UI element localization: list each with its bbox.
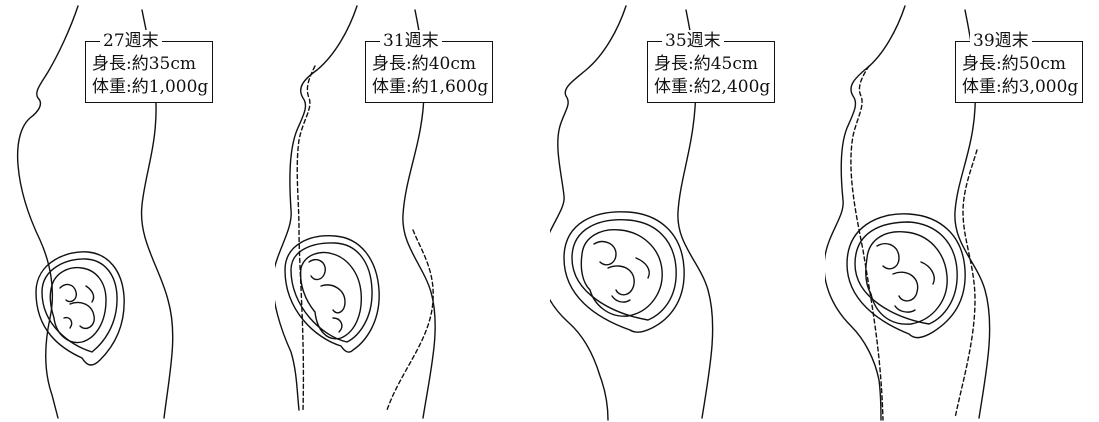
fetus-outline [49,266,107,344]
front-body-dashed [850,65,884,421]
stage-week-label: 35週末 [662,30,724,52]
front-body-outline [550,5,627,421]
stage-week-label: 39週末 [970,30,1032,52]
stage-height-label: 身長:約50cm [962,54,1067,74]
stage-panel-31w: 31週末 身長:約40cm 体重:約1,600g [275,0,550,422]
front-body-outline [275,5,358,411]
stage-weight-label: 体重:約1,600g [372,77,489,97]
front-body-outline [825,5,906,421]
uterus-outline [284,235,380,353]
stage-weight-label: 体重:約3,000g [962,77,1079,97]
stage-info-box: 31週末 身長:約40cm 体重:約1,600g [365,30,494,103]
front-body-outline [16,5,79,419]
front-body-dashed [296,65,316,411]
stage-weight-label: 体重:約2,400g [654,77,771,97]
stage-weight-label: 体重:約1,000g [92,77,209,97]
stage-height-label: 身長:約35cm [92,54,197,74]
stage-panel-27w: 27週末 身長:約35cm 体重:約1,000g [0,0,275,422]
stage-week-label: 27週末 [100,30,162,52]
amnion-outline [290,242,373,343]
uterus-outline [846,213,966,339]
uterus-outline [35,251,125,366]
stage-panel-35w: 35週末 身長:約45cm 体重:約2,400g [550,0,825,422]
stage-info-box: 35週末 身長:約45cm 体重:約2,400g [647,30,776,103]
stage-height-label: 身長:約40cm [372,54,477,74]
back-body-dashed [954,149,978,419]
stage-week-label: 31週末 [380,30,442,52]
stage-panel-39w: 39週末 身長:約50cm 体重:約3,000g [825,0,1099,422]
back-body-dashed [386,229,434,411]
amnion-outline [571,219,677,321]
stage-info-box: 27週末 身長:約35cm 体重:約1,000g [85,30,214,103]
stage-height-label: 身長:約45cm [654,54,759,74]
stage-info-box: 39週末 身長:約50cm 体重:約3,000g [955,30,1084,103]
fetus-outline [580,229,663,317]
uterus-outline [563,211,685,333]
amnion-outline [854,221,958,325]
fetus-outline [299,251,362,340]
fetus-outline [865,231,948,325]
